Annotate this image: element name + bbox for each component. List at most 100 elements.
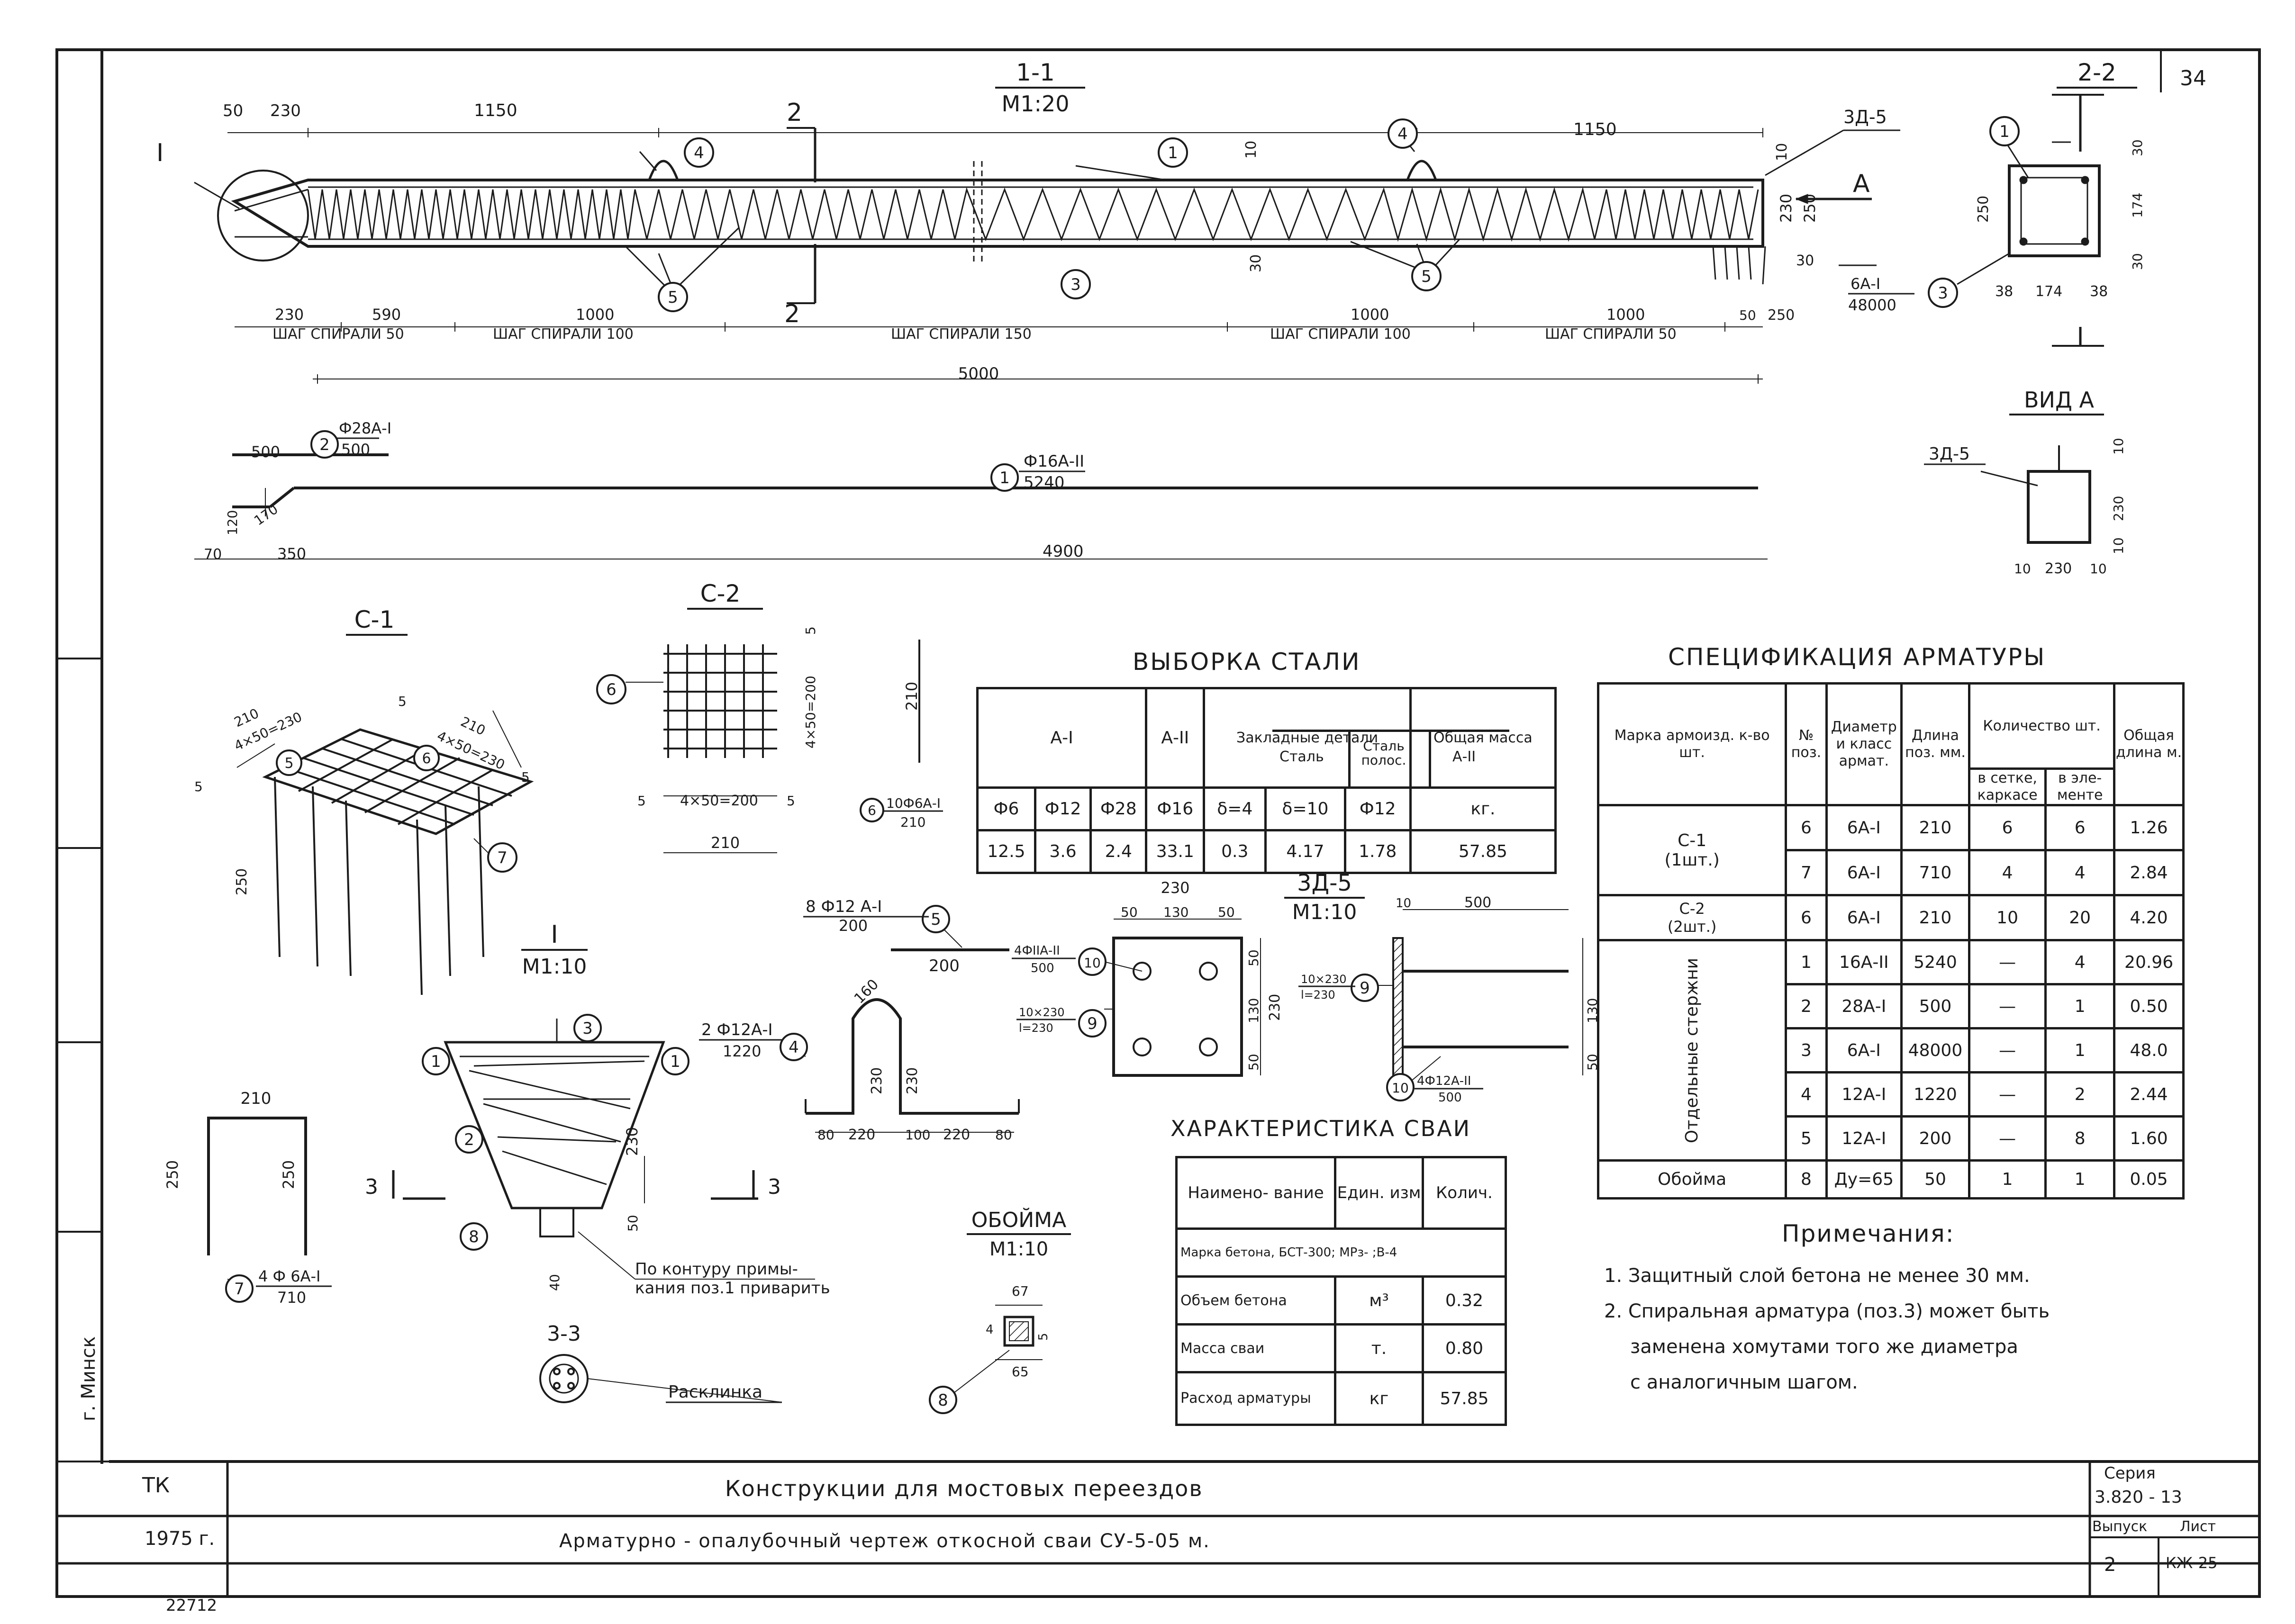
h-name: Наимено- вание [1175,1155,1336,1230]
svg-text:65: 65 [1012,1364,1029,1380]
svg-text:50: 50 [1585,1054,1600,1071]
year: 1975 г. [145,1528,215,1550]
svg-text:5000: 5000 [958,364,999,383]
svg-text:5: 5 [668,288,678,307]
bar-4-5-drawing [786,923,1020,1133]
svg-text:9: 9 [1087,1014,1098,1033]
svg-text:10: 10 [1084,955,1101,971]
sub-a2: А-II [1452,749,1476,765]
col-a2: А-II [1145,687,1206,789]
svg-text:3: 3 [1938,284,1948,303]
char-row: Объем бетона м³ 0.32 [1175,1275,1507,1326]
svg-text:Ф16А-II: Ф16А-II [1024,452,1084,471]
svg-text:ШАГ СПИРАЛИ 150: ШАГ СПИРАЛИ 150 [891,326,1032,343]
svg-text:4ФIIА-II: 4ФIIА-II [1014,944,1060,958]
bar-details [194,453,1768,559]
note-2-cont2: с аналогичным шагом. [1630,1371,1858,1393]
reference-marker-labels: 4 1 4 5 3 5 2 1 1 3 5 6 7 6 6 3 1 1 2 8 … [234,122,2010,1410]
svg-text:210: 210 [241,1089,272,1108]
pile-elevation [194,127,1900,384]
svg-text:250: 250 [234,868,250,895]
spec-row: Отдельные стержни 1 16А-II 5240 — 4 20.9… [1597,939,2185,1162]
svg-text:67: 67 [1012,1283,1029,1299]
sub-kg: кг. [1409,786,1557,831]
sheet-number: КЖ-25 [2166,1554,2218,1572]
h-len: Длина поз. мм. [1900,682,1970,806]
svg-text:230: 230 [1777,194,1795,223]
section-1-1-title: 1-1 [1016,59,1055,86]
note-2-cont: заменена хомутами того же диаметра [1630,1336,2018,1358]
char-row: Расход арматуры кг 57.85 [1175,1371,1507,1426]
val-f28: 2.4 [1089,829,1148,874]
col-embedded: Закладные детали [1203,687,1412,789]
archive-number: 22712 [166,1596,217,1615]
svg-text:250: 250 [163,1160,181,1189]
svg-text:80: 80 [817,1127,835,1143]
svg-text:ВИД А: ВИД А [2024,387,2095,413]
svg-text:6: 6 [868,803,876,818]
svg-text:1220: 1220 [723,1042,761,1060]
h-qty: Колич. [1422,1155,1507,1230]
svg-text:8 Ф12 А-I: 8 Ф12 А-I [806,897,882,916]
svg-text:Ф28А-I: Ф28А-I [339,419,391,437]
svg-text:174: 174 [2130,193,2145,218]
sub-d10: δ=10 [1264,786,1346,831]
svg-text:30: 30 [2130,139,2145,156]
svg-text:38: 38 [2090,283,2108,300]
svg-text:130: 130 [1163,904,1188,920]
svg-text:3-3: 3-3 [547,1322,581,1346]
h-total: Общая длина м. [2113,682,2185,806]
svg-text:38: 38 [1995,283,2013,300]
svg-text:210: 210 [900,814,925,830]
svg-text:500: 500 [251,443,280,461]
val-d4: 0.3 [1203,829,1267,874]
sub-steel-strip: Сталь полос. [1361,738,1406,768]
marker-5-left [658,282,688,312]
svg-text:9: 9 [1360,979,1370,998]
svg-text:250: 250 [1975,196,1992,223]
svg-text:230: 230 [270,101,301,120]
spec-row: С-2(2шт.) 6 6А-I 210 10 20 4.20 [1597,894,2185,941]
svg-text:8: 8 [938,1391,948,1410]
h-diam: Диаметр и класс армат. [1825,682,1903,806]
svg-text:4900: 4900 [1043,542,1084,561]
issue-label: Выпуск [2092,1518,2148,1535]
drawing-title: Арматурно - опалубочный чертеж откосной … [559,1530,1210,1552]
marker-1-tip-l [422,1047,450,1075]
col-a1: А-I [976,687,1148,789]
svg-text:1: 1 [670,1052,680,1071]
char-row: Масса сваи т. 0.80 [1175,1323,1507,1373]
marker-3-sec [1928,278,1958,308]
svg-text:5: 5 [194,779,203,794]
clip-drawing [947,1305,1043,1398]
svg-text:500: 500 [341,441,370,459]
svg-text:250: 250 [280,1160,298,1189]
h-qty: Количество шт. [1968,682,2116,770]
h-qty-b: в эле- менте [2044,767,2116,806]
svg-text:50: 50 [1246,949,1261,966]
project-title: Конструкции для мостовых переездов [725,1476,1203,1501]
svg-text:10: 10 [2014,561,2031,577]
mark-c1-count: (1шт.) [1664,850,1720,870]
svg-text:5: 5 [1421,267,1432,286]
city-stamp: г. Минск [78,1336,100,1421]
svg-text:10Ф6А-I: 10Ф6А-I [886,795,941,811]
val-d10: 4.17 [1264,829,1346,874]
svg-text:230: 230 [623,1127,641,1156]
detail-i-callout: I [156,139,163,167]
svg-text:4Ф12А-II: 4Ф12А-II [1417,1074,1471,1088]
marker-5-c1 [276,749,302,776]
series-number: 3.820 - 13 [2095,1488,2182,1507]
svg-text:3: 3 [1070,275,1081,294]
svg-text:230: 230 [2111,496,2126,521]
svg-text:220: 220 [848,1127,875,1143]
svg-text:50: 50 [1218,904,1235,920]
sub-f16: Ф16 [1145,786,1206,831]
marker-6-c2b [860,798,884,822]
svg-text:6А-I: 6А-I [1851,275,1880,293]
svg-text:5: 5 [521,769,530,785]
val-f12: 3.6 [1034,829,1092,874]
svg-text:230: 230 [904,1067,921,1094]
svg-text:48000: 48000 [1848,296,1896,314]
marker-5-b [922,905,950,933]
